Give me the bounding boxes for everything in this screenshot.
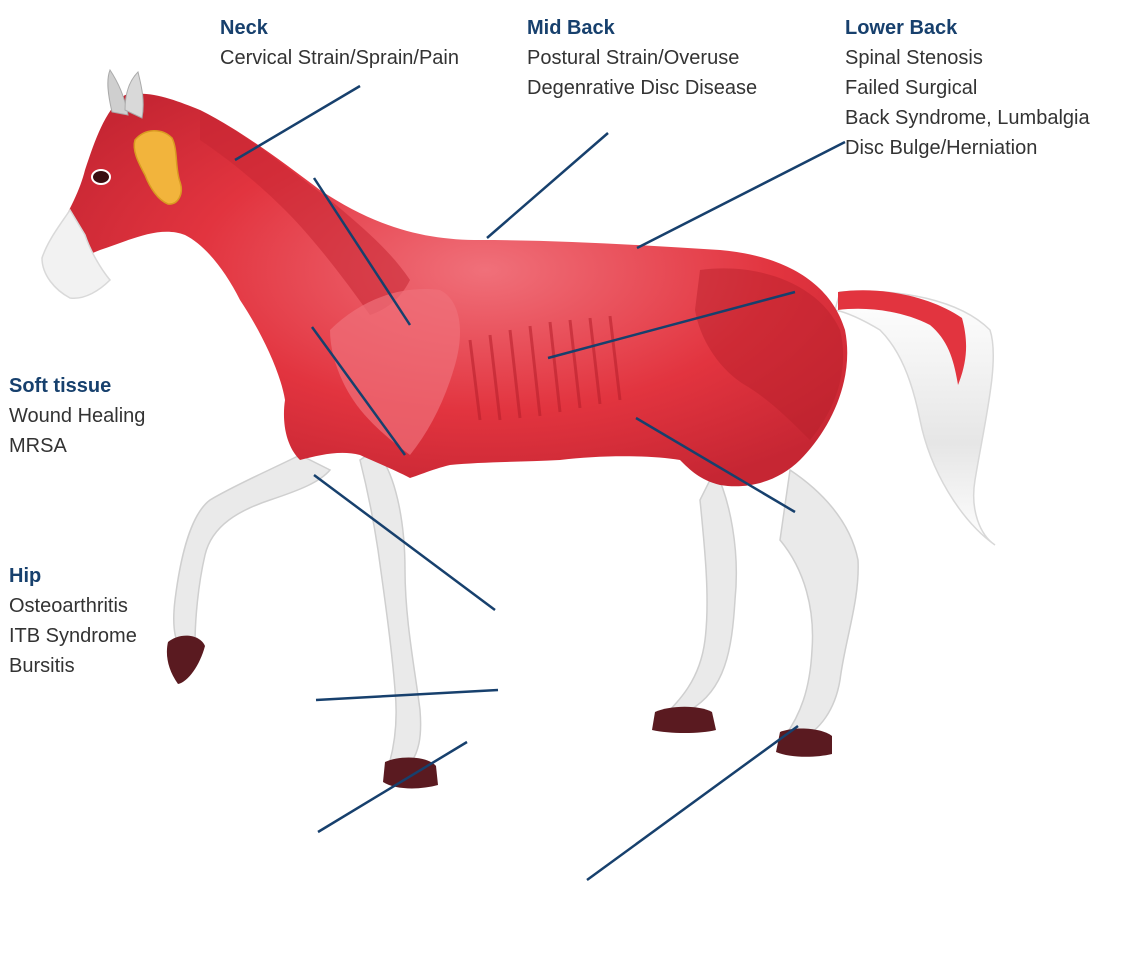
label-hip-title: Hip [9,561,137,591]
horse-tail [835,291,995,545]
near-fore-hoof [383,757,438,788]
label-lower-back-item: Spinal Stenosis [845,43,1090,73]
leader-line-mid-back [487,133,608,238]
label-neck-item: Cervical Strain/Sprain/Pain [220,43,459,73]
leader-line-near-hoof [587,726,798,880]
label-lower-back-title: Lower Back [845,13,1090,43]
label-soft-tissue-title: Soft tissue [9,371,145,401]
label-soft-tissue: Soft tissue Wound Healing MRSA [9,371,145,461]
leader-line-lower-back [637,142,845,248]
label-hip: Hip Osteoarthritis ITB Syndrome Bursitis [9,561,137,681]
far-fore-leg [174,455,330,648]
label-mid-back: Mid Back Postural Strain/Overuse Degenra… [527,13,757,103]
label-lower-back: Lower Back Spinal Stenosis Failed Surgic… [845,13,1090,163]
label-neck: Neck Cervical Strain/Sprain/Pain [220,13,459,73]
leader-line-neck [235,86,360,160]
far-fore-hoof [167,636,205,684]
label-lower-back-item: Back Syndrome, Lumbalgia [845,103,1090,133]
label-hip-item: Osteoarthritis [9,591,137,621]
horse-ear-near [125,72,143,118]
horse-eye [92,170,110,184]
label-hip-item: ITB Syndrome [9,621,137,651]
near-fore-leg [360,450,421,770]
label-lower-back-item: Failed Surgical [845,73,1090,103]
far-hind-hoof [652,707,716,733]
label-mid-back-item: Degenrative Disc Disease [527,73,757,103]
label-mid-back-title: Mid Back [527,13,757,43]
label-lower-back-item: Disc Bulge/Herniation [845,133,1090,163]
label-soft-tissue-item: MRSA [9,431,145,461]
far-hind-leg [660,470,736,720]
label-neck-title: Neck [220,13,459,43]
near-hind-hoof [776,729,832,757]
label-hip-item: Bursitis [9,651,137,681]
label-mid-back-item: Postural Strain/Overuse [527,43,757,73]
label-soft-tissue-item: Wound Healing [9,401,145,431]
